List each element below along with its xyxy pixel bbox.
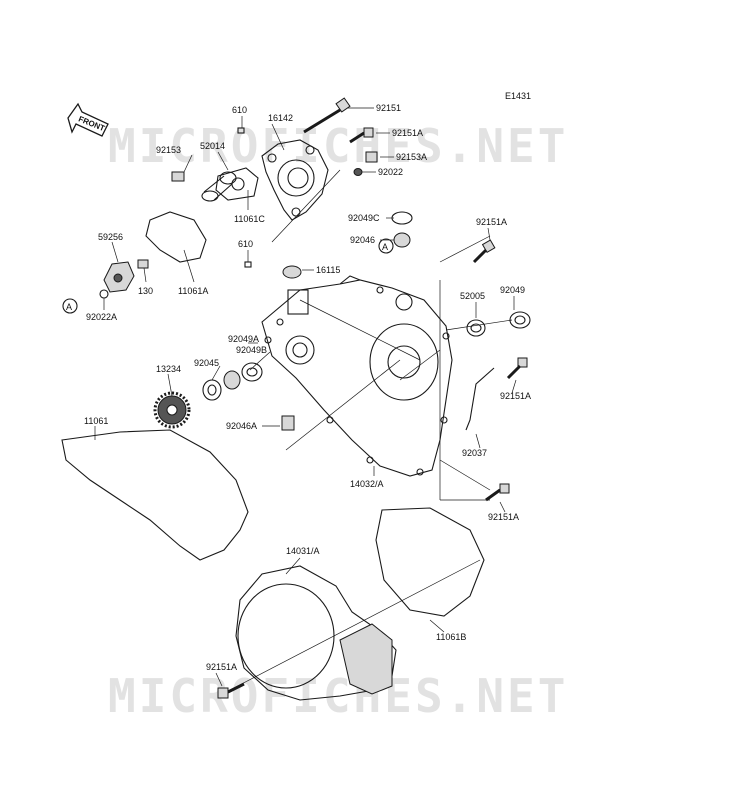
diagram-code: E1431 [505, 91, 531, 101]
label-92046a: 92046A [226, 421, 257, 431]
bolt-92153a [365, 151, 378, 163]
label-610-top: 610 [232, 105, 247, 115]
gasket-11061c-hole [231, 177, 245, 191]
watermark-top: MICROFICHES.NET [108, 119, 568, 173]
label-11061: 11061 [84, 416, 108, 426]
label-52005: 52005 [460, 291, 485, 301]
gasket-11061b [375, 507, 485, 617]
bearing-92046 [393, 232, 411, 248]
pipe-52014 [201, 171, 237, 202]
label-52014: 52014 [200, 141, 225, 151]
seal-92049a [241, 362, 263, 382]
part-number-labels: 92151 92151A 92153A 92022 610 16142 9215… [84, 103, 531, 672]
label-92151a-bottom: 92151A [206, 662, 237, 672]
washer-92022a [99, 289, 109, 299]
gasket-11061a [145, 211, 207, 263]
label-14031a: 14031/A [286, 546, 320, 556]
bolt-92151 [303, 97, 351, 134]
label-92049: 92049 [500, 285, 525, 295]
bolt-92151a-mid [506, 357, 528, 380]
ref-a-circle-left: A [62, 298, 78, 314]
label-92037: 92037 [462, 448, 487, 458]
impeller-59256 [103, 261, 135, 293]
gasket-11061c [215, 167, 259, 201]
label-92049c: 92049C [348, 213, 380, 223]
label-92046: 92046 [350, 235, 375, 245]
clutch-cover-14032a [261, 275, 453, 477]
svg-text:A: A [66, 302, 72, 312]
label-11061b: 11061B [436, 632, 466, 642]
label-92045: 92045 [194, 358, 219, 368]
pin-610-low [244, 261, 252, 268]
label-92151: 92151 [376, 103, 401, 113]
label-11061a: 11061A [178, 286, 208, 296]
bolt-92151a-right [472, 239, 496, 264]
label-92022: 92022 [378, 167, 403, 177]
bolt-92151a-bottom [217, 682, 245, 699]
seal-92049c [391, 211, 413, 225]
ref-a-circle-right: A [378, 238, 394, 254]
bearing-92045 [202, 379, 222, 401]
pin-610-top [237, 127, 245, 134]
label-92151a-top: 92151A [392, 128, 423, 138]
seal-52005-inner [470, 323, 482, 333]
label-11061c: 11061C [234, 214, 265, 224]
seal-52005 [466, 319, 486, 337]
bearing-92045-inner [207, 384, 217, 396]
seal-92049a-inner [246, 367, 258, 377]
label-59256: 59256 [98, 232, 123, 242]
label-92151a-mid: 92151A [500, 391, 531, 401]
label-16115: 16115 [316, 265, 340, 275]
label-92151a-low: 92151A [488, 512, 519, 522]
bolt-92153 [171, 171, 185, 182]
bolt-92151a-top [349, 127, 374, 144]
label-92153: 92153 [156, 145, 181, 155]
bolt-130 [137, 259, 149, 269]
clip-92037 [465, 367, 495, 431]
pump-cover-16142 [261, 139, 329, 221]
label-92151a-right: 92151A [476, 217, 507, 227]
front-arrow-icon: FRONT [67, 102, 109, 137]
label-92022a: 92022A [86, 312, 117, 322]
washer-92022 [353, 168, 363, 176]
seal-92049b [223, 370, 241, 390]
gasket-11061 [61, 429, 249, 561]
label-16142: 16142 [268, 113, 293, 123]
gear-13234 [153, 391, 191, 429]
svg-text:A: A [382, 242, 388, 252]
seal-92049 [509, 311, 531, 329]
label-14032a: 14032/A [350, 479, 384, 489]
label-13234: 13234 [156, 364, 181, 374]
plug-16115 [282, 265, 302, 279]
label-130: 130 [138, 286, 153, 296]
label-92153a: 92153A [396, 152, 427, 162]
bolt-92151a-low [485, 483, 510, 502]
bearing-92046a [281, 415, 295, 431]
label-92049a: 92049A [228, 334, 259, 344]
seal-92049-inner [514, 315, 526, 325]
label-92049b: 92049B [236, 345, 267, 355]
label-610-low: 610 [238, 239, 253, 249]
generator-cover-14031a [235, 565, 397, 701]
